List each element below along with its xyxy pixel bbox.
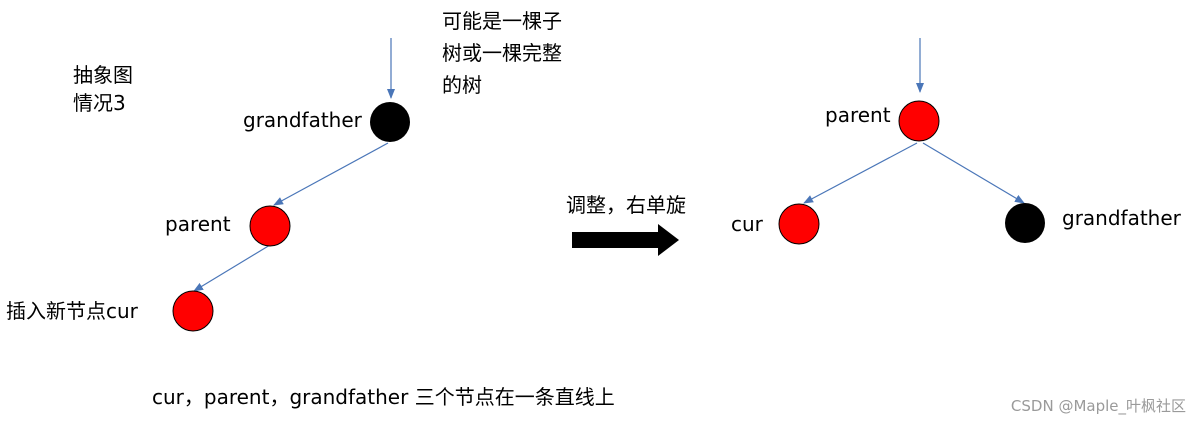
- after-parent-node: [898, 100, 940, 142]
- bottom-caption: cur，parent，grandfather 三个节点在一条直线上: [152, 385, 615, 409]
- subtree-note-line1: 可能是一棵子: [442, 9, 562, 33]
- after-cur-node: [778, 203, 820, 245]
- after-parent-label: parent: [825, 103, 891, 127]
- before-edge-grandfather-parent: [273, 142, 389, 206]
- after-grandfather-node: [1005, 203, 1045, 243]
- before-grandfather-label: grandfather: [243, 108, 363, 132]
- transform-label: 调整，右单旋: [566, 193, 686, 217]
- left-caption-line2: 情况3: [73, 91, 126, 115]
- after-grandfather-label: grandfather: [1062, 206, 1182, 230]
- before-parent-node: [249, 205, 291, 247]
- after-edge-parent-grandfather: [922, 142, 1025, 204]
- before-parent-label: parent: [165, 212, 231, 236]
- left-caption-line1: 抽象图: [73, 63, 133, 87]
- watermark: CSDN @Maple_叶枫社区: [1011, 397, 1186, 416]
- after-edge-parent-cur: [803, 142, 918, 204]
- after-cur-label: cur: [731, 212, 764, 236]
- transform-arrow-icon: [572, 224, 679, 256]
- subtree-note-line3: 的树: [442, 73, 482, 97]
- before-grandfather-node: [370, 102, 410, 142]
- before-edge-parent-cur: [193, 244, 271, 292]
- before-cur-node: [172, 290, 214, 332]
- before-cur-label: 插入新节点cur: [6, 299, 139, 323]
- subtree-note-line2: 树或一棵完整: [442, 41, 562, 65]
